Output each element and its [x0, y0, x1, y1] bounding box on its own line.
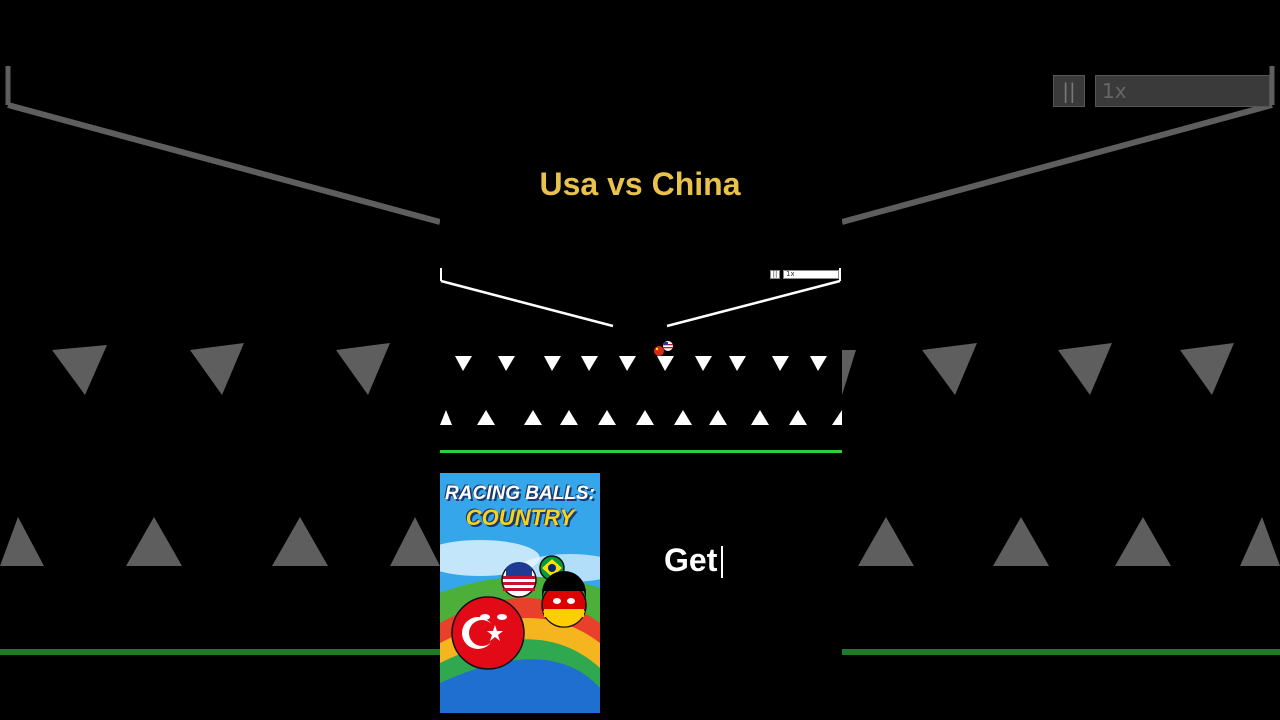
left-ramp — [440, 279, 614, 328]
right-ramp — [666, 279, 841, 328]
bg-finish-line-right — [842, 649, 1280, 655]
bg-spikes-bottom — [0, 517, 1280, 566]
board-backdrop — [440, 218, 842, 455]
poster-title-line1: RACING BALLS: — [445, 483, 595, 504]
pause-button[interactable]: || — [770, 270, 780, 279]
bg-spikes-top — [52, 343, 1234, 395]
game-ad-poster[interactable]: RACING BALLS: COUNTRY — [440, 473, 600, 713]
usa-ball-icon — [663, 341, 673, 351]
spikes-bottom-row — [440, 410, 842, 425]
poster-artwork — [440, 473, 600, 713]
bg-speed-select: 1x — [1095, 75, 1270, 107]
speed-select[interactable]: 1x — [783, 270, 839, 279]
bg-left-ramp — [7, 102, 441, 225]
finish-line — [440, 450, 842, 453]
match-title: Usa vs China — [539, 166, 741, 202]
bg-finish-line-left — [0, 649, 440, 655]
spikes-top-row — [455, 356, 827, 371]
text-caret — [721, 546, 723, 578]
bg-pause-button: || — [1053, 75, 1085, 107]
cta-text: Get — [664, 542, 718, 578]
china-ball-icon — [654, 346, 664, 356]
germany-flag-ball-icon — [541, 571, 587, 628]
poster-title-line2: COUNTRY — [465, 505, 575, 530]
usa-flag-ball-icon — [501, 561, 537, 598]
turkey-flag-ball-icon — [451, 596, 525, 670]
bg-right-ramp — [841, 102, 1273, 225]
